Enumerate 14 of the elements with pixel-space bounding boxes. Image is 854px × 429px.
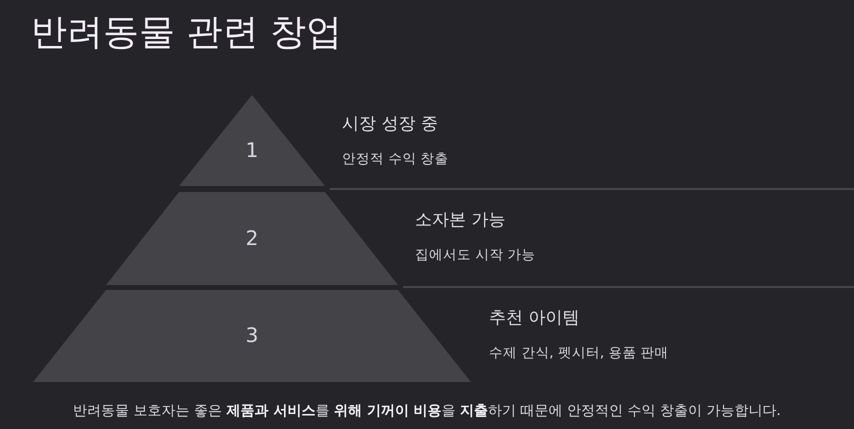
tier-description: 집에서도 시작 가능 [415,246,536,264]
pyramid-tier [33,290,471,382]
tier-number: 3 [244,323,260,347]
tier-number: 2 [244,226,260,250]
tier-number: 1 [244,138,260,162]
pyramid-tier [179,95,325,186]
tier-heading: 추천 아이템 [489,307,580,329]
title: 반려동물 관련 창업 [31,11,342,55]
tier-description: 수제 간식, 펫시터, 용품 판매 [489,344,669,362]
tier-heading: 소자본 가능 [415,209,506,231]
pyramid-tier [106,192,398,285]
caption: 반려동물 보호자는 좋은 제품과 서비스를 위해 기꺼이 비용을 지출하기 때문에 안정적인 수익 창출이 가능합니다. [72,402,782,420]
tier-description: 안정적 수익 창출 [342,150,449,168]
tier-heading: 시장 성장 중 [342,113,438,135]
